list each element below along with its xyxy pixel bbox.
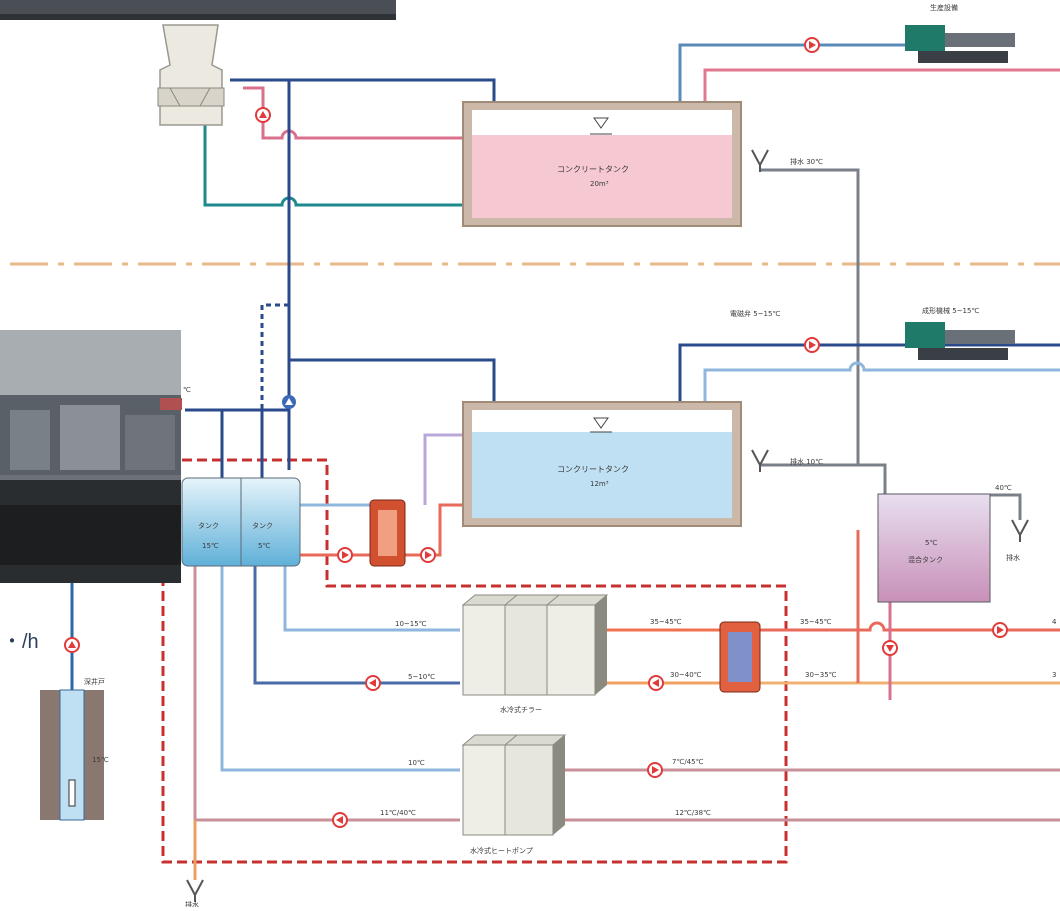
right-edge-top: 4	[1052, 618, 1057, 626]
deep-well: 深井戸 15℃	[40, 677, 109, 821]
hot-tank-label: コンクリートタンク	[557, 165, 629, 174]
production-machine-top: 生産設備	[905, 3, 1015, 63]
drain-right-label: 排水	[1006, 553, 1020, 562]
flow-30-40: 30~40℃	[670, 671, 702, 679]
chiller-label: 水冷式チラー	[500, 705, 542, 714]
well-label: 深井戸	[84, 677, 105, 686]
heat-exchanger-left	[369, 499, 406, 567]
drain-bottom-label: 排水	[185, 900, 199, 907]
flow-labels: 排水 30℃ 排水 10℃ 10~15℃ 5~10℃ 35~45℃ 30~40℃…	[183, 157, 1057, 909]
right-edge-bottom: 3	[1052, 671, 1056, 679]
valve-top-label: 電磁弁 5~15℃	[730, 309, 780, 318]
flow-12-38: 12℃/38℃	[675, 809, 711, 817]
well-temp: 15℃	[92, 756, 109, 764]
photo-top-left	[0, 0, 396, 20]
flow-35-45: 35~45℃	[650, 618, 682, 626]
flow-10-15: 10~15℃	[395, 620, 427, 628]
mix-tank-temp: 5℃	[925, 539, 937, 547]
flow-35-45-b: 35~45℃	[800, 618, 832, 626]
flow-11-40: 11℃/40℃	[380, 809, 416, 817]
pumps	[64, 37, 1008, 828]
hot-tank-volume: 20m³	[590, 180, 609, 188]
system-boundary	[161, 458, 788, 864]
flow-10: 10℃	[408, 759, 425, 767]
production-top-label: 生産設備	[930, 3, 958, 12]
cooling-tower	[157, 24, 225, 126]
production-mid-label: 成形機械 5~15℃	[922, 306, 979, 315]
cold-tank-label: コンクリートタンク	[557, 465, 629, 474]
flow-unit-label: ・/h	[2, 631, 39, 653]
pipes	[70, 43, 1060, 880]
heatpump-label: 水冷式ヒートポンプ	[470, 846, 533, 855]
hot-concrete-tank: コンクリートタンク 20m³	[462, 101, 742, 227]
drains	[186, 149, 1029, 902]
mix-tank: 5℃ 混合タンク 40℃	[877, 484, 1012, 603]
return-cold-label: 排水 10℃	[790, 457, 823, 466]
flow-5-10: 5~10℃	[408, 673, 435, 681]
storage-tanks: タンク 15℃ タンク 5℃	[181, 477, 301, 567]
cold-concrete-tank: コンクリートタンク 12m³	[462, 401, 742, 527]
tank-b-label: タンク	[252, 521, 273, 530]
flow-7-45: 7℃/45℃	[672, 758, 704, 766]
flow-30-35: 30~35℃	[805, 671, 837, 679]
factory-photo	[0, 330, 182, 583]
tank-a-temp: 15℃	[202, 542, 219, 550]
tank-a-label: タンク	[198, 521, 219, 530]
water-chillers: 水冷式チラー	[461, 594, 609, 714]
tank-b-temp: 5℃	[258, 542, 270, 550]
mix-tank-label: 混合タンク	[908, 555, 943, 564]
cold-tank-volume: 12m³	[590, 480, 609, 488]
mix-out-temp: 40℃	[995, 484, 1012, 492]
left-temp: ℃	[183, 386, 191, 394]
production-machine-mid: 成形機械 5~15℃	[905, 306, 1015, 360]
heat-pumps: 水冷式ヒートポンプ	[461, 734, 567, 855]
return-hot-label: 排水 30℃	[790, 157, 823, 166]
heat-exchanger-right	[719, 621, 761, 693]
